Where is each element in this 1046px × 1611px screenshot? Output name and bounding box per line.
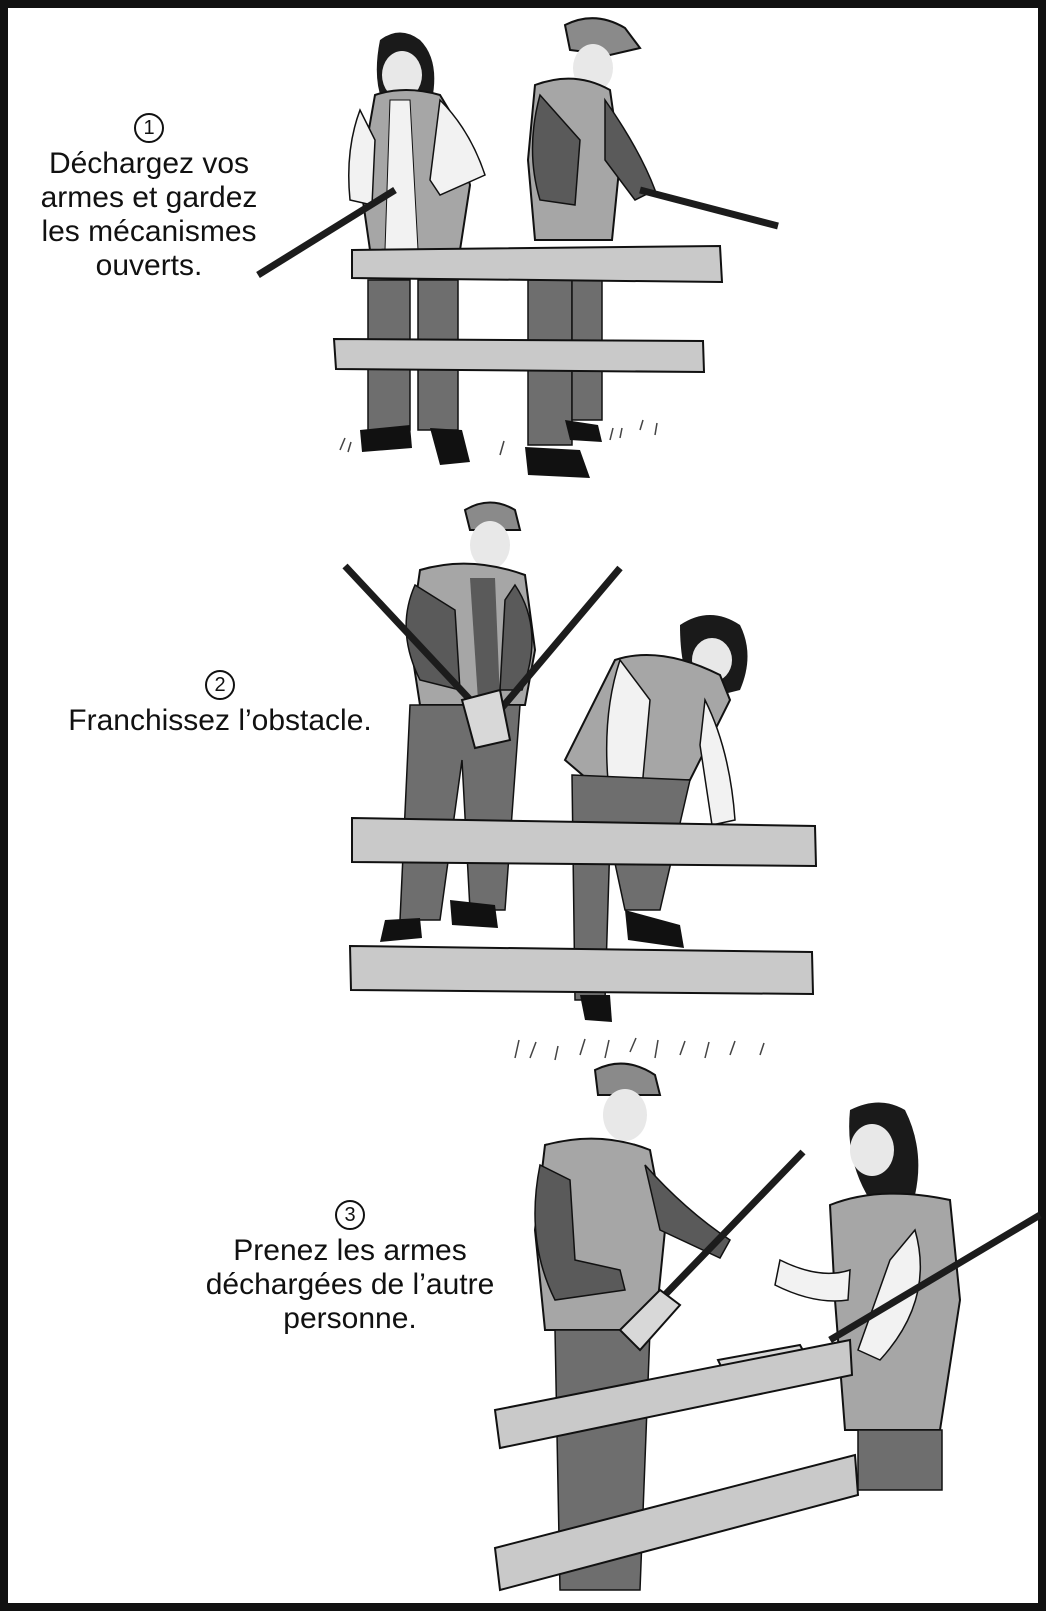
step-3-number: 3 [335, 1200, 365, 1230]
step-3-caption: 3 Prenez les armes déchargées de l’autre… [180, 1195, 520, 1336]
fence-rail-2-top [352, 818, 816, 866]
fence-rail-3-bottom [495, 1455, 858, 1590]
fence-rail-2-bottom [350, 946, 813, 994]
step-2-line-1: Franchissez l’obstacle. [40, 704, 400, 738]
fence-rail-3-top [495, 1340, 852, 1448]
step-3-line-2: déchargées de l’autre [180, 1268, 520, 1302]
scene-1-unload [258, 18, 778, 478]
fence-rail-1-bottom [334, 339, 704, 372]
step-2-number: 2 [205, 670, 235, 700]
step-1-caption: 1 Déchargez vos armes et gardez les méca… [14, 108, 284, 283]
scene-3-hand-over [495, 1064, 1040, 1590]
step-1-line-1: Déchargez vos [14, 147, 284, 181]
step-1-number: 1 [134, 113, 164, 143]
step-2-caption: 2 Franchissez l’obstacle. [40, 665, 400, 738]
step-3-line-1: Prenez les armes [180, 1234, 520, 1268]
grass-2 [515, 1038, 764, 1060]
step-1-line-3: les mécanismes [14, 215, 284, 249]
step-1-line-4: ouverts. [14, 249, 284, 283]
woman-figure-3 [775, 1103, 960, 1491]
fence-rail-1-top [352, 246, 722, 282]
man-figure-2 [380, 503, 535, 943]
scene-2-cross [345, 503, 816, 1061]
step-1-line-2: armes et gardez [14, 181, 284, 215]
rifle-1b [640, 190, 778, 226]
step-3-line-3: personne. [180, 1302, 520, 1336]
